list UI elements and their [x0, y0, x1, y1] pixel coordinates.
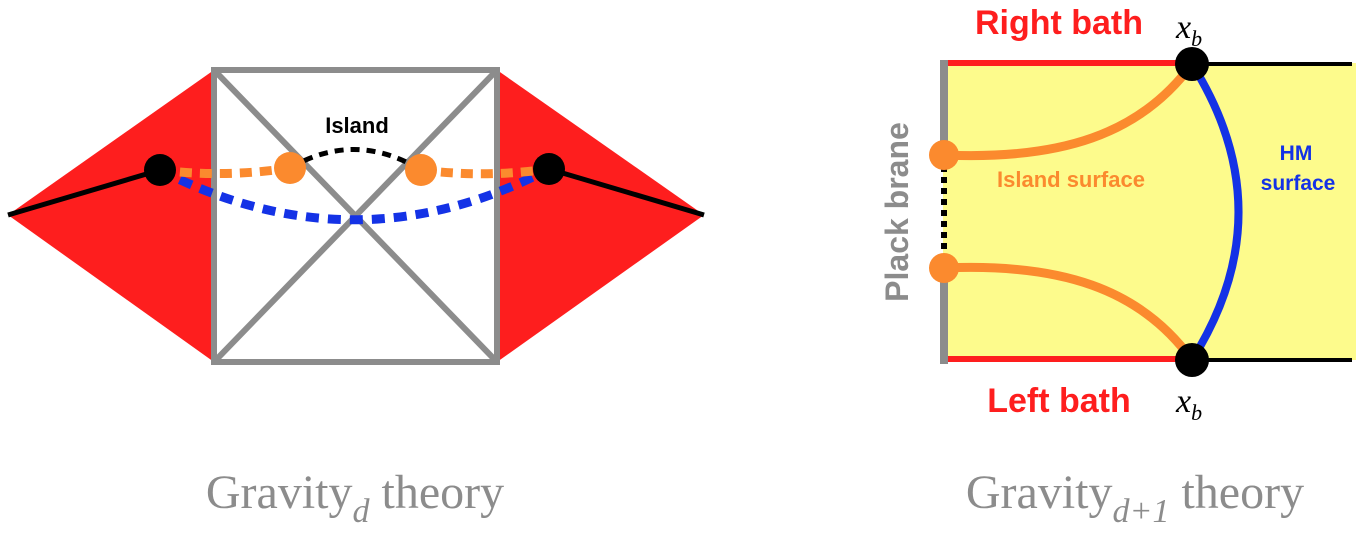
- island-surface-right-dashed: [420, 164, 550, 179]
- island-arc-dashed: [288, 147, 423, 173]
- right-black-point: [533, 153, 565, 185]
- left-penrose-diagram: Island: [7, 67, 705, 365]
- top-xb-point: [1175, 47, 1209, 81]
- left-orange-point: [274, 152, 306, 184]
- upper-orange-point: [929, 140, 959, 170]
- xb-bottom-label: xb: [1175, 383, 1202, 425]
- brane-label: Plack brane: [879, 122, 915, 302]
- island-surface-upper: [943, 61, 1196, 161]
- right-bulk-diagram: Right bath Left bath xb xb Plack brane I…: [879, 4, 1356, 425]
- island-surface-label: Island surface: [997, 167, 1145, 192]
- right-bath-line: [548, 166, 705, 218]
- hm-surface-label: HM surface: [1261, 142, 1336, 195]
- bottom-xb-point: [1175, 343, 1209, 377]
- xb-top-label: xb: [1175, 9, 1202, 51]
- island-label: Island: [325, 113, 389, 138]
- hm-line-2: surface: [1261, 172, 1336, 195]
- right-bath-label: Right bath: [975, 4, 1143, 42]
- lower-orange-point: [929, 253, 959, 283]
- island-surface-left-dashed: [159, 163, 291, 179]
- right-red-wedge: [497, 70, 704, 362]
- left-black-point: [144, 154, 176, 186]
- left-caption: Gravityd theory: [206, 466, 504, 530]
- left-red-wedge: [8, 70, 214, 362]
- hm-surface: [1188, 61, 1243, 363]
- hm-surface-dashed: [157, 165, 552, 225]
- left-bath-line: [7, 167, 161, 218]
- right-orange-point: [405, 154, 437, 186]
- island-surface-lower: [943, 262, 1196, 363]
- left-bath-label: Left bath: [987, 382, 1131, 420]
- hm-line-1: HM: [1280, 142, 1313, 165]
- right-caption: Gravityd+1 theory: [966, 466, 1304, 530]
